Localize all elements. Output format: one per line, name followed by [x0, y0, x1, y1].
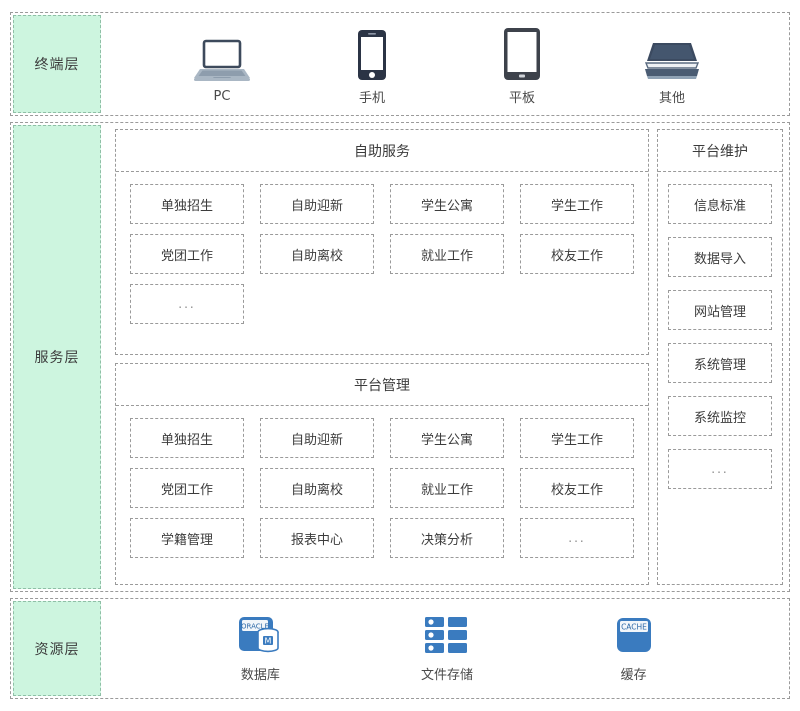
smartphone-icon [357, 23, 387, 81]
admin-tile[interactable]: 学生公寓 [390, 418, 504, 458]
scanner-icon [643, 23, 701, 81]
admin-tile[interactable]: 决策分析 [390, 518, 504, 558]
service-tile[interactable]: 单独招生 [130, 184, 244, 224]
oracle-badge-text: ORACLE [241, 623, 269, 631]
maintenance-tile[interactable]: 数据导入 [668, 237, 772, 277]
resource-database[interactable]: ORACLE M 数据库 [190, 614, 330, 683]
device-label: PC [213, 88, 231, 104]
tablet-icon [503, 23, 541, 81]
file-storage-icon [424, 614, 470, 658]
admin-tile[interactable]: 自助离校 [260, 468, 374, 508]
maintenance-tile[interactable]: 系统监控 [668, 396, 772, 436]
service-main-column: 自助服务 单独招生 自助迎新 学生公寓 学生工作 党团工作 自助离校 就业工作 … [115, 129, 649, 585]
maintenance-tile[interactable]: 系统管理 [668, 343, 772, 383]
terminal-layer-label: 终端层 [13, 15, 101, 113]
device-pc[interactable]: PC [162, 25, 282, 104]
admin-tile[interactable]: 报表中心 [260, 518, 374, 558]
service-tile[interactable]: 自助离校 [260, 234, 374, 274]
service-tile[interactable]: 学生工作 [520, 184, 634, 224]
grid-spacer [520, 284, 634, 324]
terminal-layer: 终端层 PC [10, 12, 790, 116]
database-mark-text: M [265, 636, 272, 645]
service-tile[interactable]: 自助迎新 [260, 184, 374, 224]
maintenance-tile-more[interactable]: ... [668, 449, 772, 489]
self-service-grid: 单独招生 自助迎新 学生公寓 学生工作 党团工作 自助离校 就业工作 校友工作 … [116, 172, 648, 354]
platform-admin-grid: 单独招生 自助迎新 学生公寓 学生工作 党团工作 自助离校 就业工作 校友工作 … [116, 406, 648, 584]
device-tablet[interactable]: 平板 [462, 23, 582, 106]
service-tile[interactable]: 校友工作 [520, 234, 634, 274]
resource-layer: 资源层 ORACLE M 数据库 [10, 598, 790, 699]
oracle-database-icon: ORACLE M [238, 614, 282, 658]
admin-tile[interactable]: 就业工作 [390, 468, 504, 508]
service-tile[interactable]: 党团工作 [130, 234, 244, 274]
cache-icon: CACHE [614, 614, 654, 658]
laptop-icon [194, 25, 250, 83]
admin-tile[interactable]: 党团工作 [130, 468, 244, 508]
resource-label: 数据库 [240, 668, 280, 683]
admin-tile[interactable]: 自助迎新 [260, 418, 374, 458]
terminal-device-row: PC 手机 [107, 15, 787, 113]
admin-tile[interactable]: 单独招生 [130, 418, 244, 458]
service-tile[interactable]: 就业工作 [390, 234, 504, 274]
self-service-title: 自助服务 [116, 130, 648, 172]
maintenance-tile[interactable]: 信息标准 [668, 184, 772, 224]
device-label: 其他 [658, 90, 685, 106]
platform-admin-title: 平台管理 [116, 364, 648, 406]
device-label: 手机 [358, 90, 385, 106]
service-layer-label: 服务层 [13, 125, 101, 589]
platform-admin-panel: 平台管理 单独招生 自助迎新 学生公寓 学生工作 党团工作 自助离校 就业工作 … [115, 363, 649, 585]
resource-item-row: ORACLE M 数据库 [107, 601, 787, 696]
device-other[interactable]: 其他 [612, 23, 732, 106]
resource-label: 缓存 [620, 668, 647, 683]
grid-spacer [260, 284, 374, 324]
service-tile-more[interactable]: ... [130, 284, 244, 324]
resource-cache[interactable]: CACHE 缓存 [564, 614, 704, 683]
service-layer: 服务层 自助服务 单独招生 自助迎新 学生公寓 学生工作 党团工作 自助离校 就… [10, 122, 790, 592]
admin-tile[interactable]: 学生工作 [520, 418, 634, 458]
cache-badge-text: CACHE [621, 623, 647, 632]
admin-tile[interactable]: 校友工作 [520, 468, 634, 508]
admin-tile-more[interactable]: ... [520, 518, 634, 558]
maintenance-panel: 平台维护 信息标准 数据导入 网站管理 系统管理 系统监控 ... [657, 129, 783, 585]
resource-layer-label: 资源层 [13, 601, 101, 696]
maintenance-list: 信息标准 数据导入 网站管理 系统管理 系统监控 ... [658, 172, 782, 584]
device-label: 平板 [508, 90, 535, 106]
maintenance-tile[interactable]: 网站管理 [668, 290, 772, 330]
resource-file-storage[interactable]: 文件存储 [377, 614, 517, 683]
self-service-panel: 自助服务 单独招生 自助迎新 学生公寓 学生工作 党团工作 自助离校 就业工作 … [115, 129, 649, 355]
resource-label: 文件存储 [420, 668, 473, 683]
grid-spacer [390, 284, 504, 324]
service-layer-body: 自助服务 单独招生 自助迎新 学生公寓 学生工作 党团工作 自助离校 就业工作 … [107, 125, 787, 589]
admin-tile[interactable]: 学籍管理 [130, 518, 244, 558]
service-tile[interactable]: 学生公寓 [390, 184, 504, 224]
maintenance-title: 平台维护 [658, 130, 782, 172]
device-phone[interactable]: 手机 [312, 23, 432, 106]
